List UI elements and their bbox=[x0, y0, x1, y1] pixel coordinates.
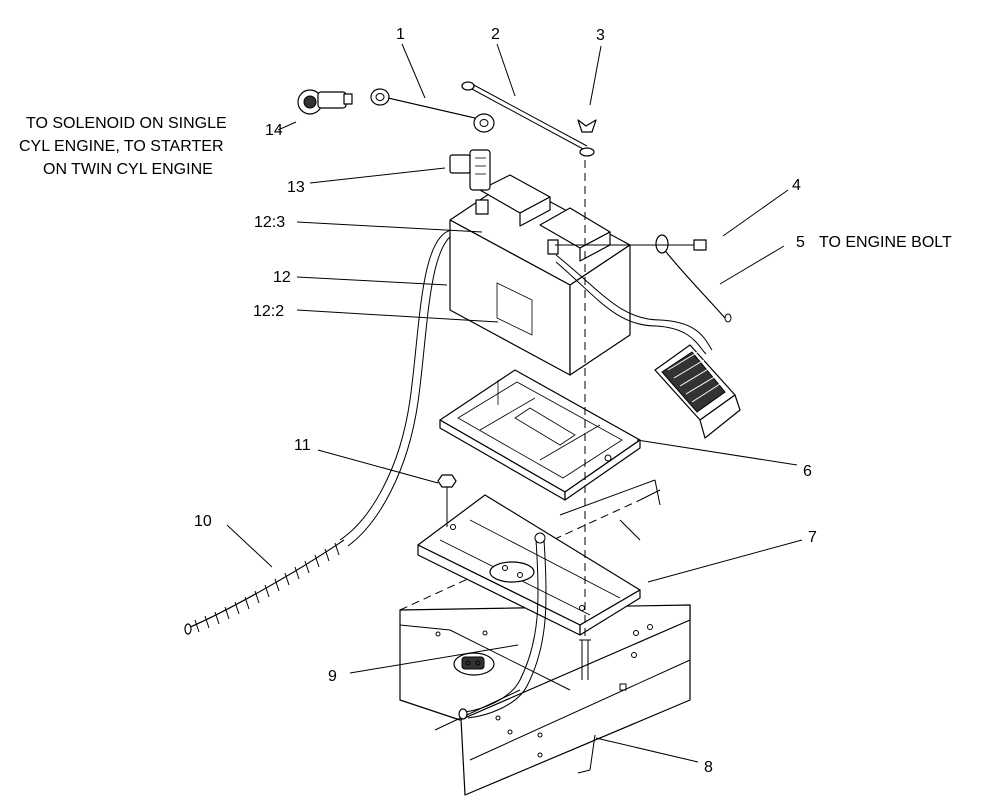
cable-clamp bbox=[297, 89, 353, 115]
callout-12-3: 12:3 bbox=[254, 214, 285, 231]
callout-12-2: 12:2 bbox=[253, 303, 284, 320]
battery bbox=[449, 174, 631, 376]
positive-cable bbox=[184, 229, 547, 720]
terminal-connector bbox=[449, 149, 491, 191]
battery-cable bbox=[370, 88, 495, 133]
note-engine-bolt: TO ENGINE BOLT bbox=[819, 234, 952, 251]
grommet bbox=[453, 652, 495, 676]
callout-14: 14 bbox=[265, 122, 283, 139]
negative-cable bbox=[555, 234, 732, 355]
terminal-bolt bbox=[555, 160, 707, 640]
notes: TO SOLENOID ON SINGLE CYL ENGINE, TO STA… bbox=[19, 115, 952, 251]
callout-1: 1 bbox=[396, 26, 405, 43]
battery-tray bbox=[439, 369, 641, 501]
callout-4: 4 bbox=[792, 177, 801, 194]
callout-3: 3 bbox=[596, 27, 605, 44]
callout-5: 5 bbox=[796, 234, 805, 251]
callout-12: 12 bbox=[273, 269, 291, 286]
note-solenoid-line-3: ON TWIN CYL ENGINE bbox=[43, 161, 213, 178]
callout-9: 9 bbox=[328, 668, 337, 685]
callout-10: 10 bbox=[194, 513, 212, 530]
callout-8: 8 bbox=[704, 759, 713, 776]
long-bolt bbox=[577, 639, 596, 774]
callout-2: 2 bbox=[491, 26, 500, 43]
callout-13: 13 bbox=[287, 179, 305, 196]
terminal-boot bbox=[654, 344, 741, 439]
hold-down-rod bbox=[461, 81, 597, 157]
frame-panel bbox=[399, 479, 691, 796]
leader-lines bbox=[226, 43, 803, 763]
hardware-bolt bbox=[437, 474, 457, 527]
callout-11: 11 bbox=[294, 437, 311, 454]
callout-labels: 1 2 3 4 5 6 7 8 9 10 11 12 12:2 12:3 13 … bbox=[194, 26, 817, 776]
note-solenoid-line-2: CYL ENGINE, TO STARTER bbox=[19, 138, 224, 155]
callout-7: 7 bbox=[808, 529, 817, 546]
note-solenoid-line-1: TO SOLENOID ON SINGLE bbox=[26, 115, 227, 132]
callout-6: 6 bbox=[803, 463, 812, 480]
